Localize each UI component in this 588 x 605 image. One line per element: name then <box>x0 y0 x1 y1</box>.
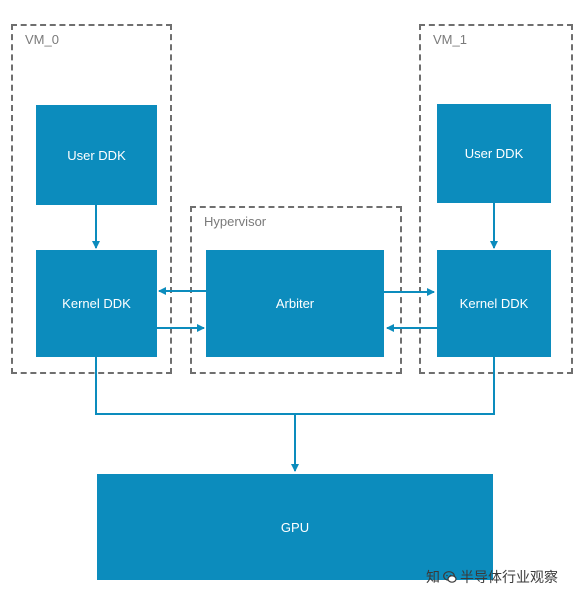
vm1-user-ddk-box: User DDK <box>437 104 551 203</box>
wechat-bubble-icon <box>443 571 457 583</box>
arbiter-box: Arbiter <box>206 250 384 357</box>
hypervisor-label: Hypervisor <box>204 214 267 229</box>
watermark-prefix: 知 <box>426 570 440 586</box>
watermark: 知 半导体行业观察 <box>426 566 558 588</box>
vm1-kernel-ddk-label: Kernel DDK <box>459 296 529 311</box>
vm1-group: VM_1 <box>419 24 573 374</box>
arbiter-label: Arbiter <box>275 296 315 311</box>
vm0-user-ddk-box: User DDK <box>36 105 157 205</box>
vm1-kernel-ddk-box: Kernel DDK <box>437 250 551 357</box>
vm0-label: VM_0 <box>25 32 59 47</box>
vm0-group: VM_0 <box>11 24 172 374</box>
vm0-kernel-ddk-box: Kernel DDK <box>36 250 157 357</box>
gpu-box: GPU <box>97 474 493 580</box>
vm1-user-ddk-label: User DDK <box>464 146 524 161</box>
kernel-to-gpu-bus <box>95 357 495 415</box>
vm1-label: VM_1 <box>433 32 467 47</box>
watermark-suffix: 半导体行业观察 <box>460 570 558 586</box>
vm0-user-ddk-label: User DDK <box>67 147 126 163</box>
gpu-label: GPU <box>280 519 310 535</box>
vm0-kernel-ddk-label: Kernel DDK <box>62 296 131 311</box>
